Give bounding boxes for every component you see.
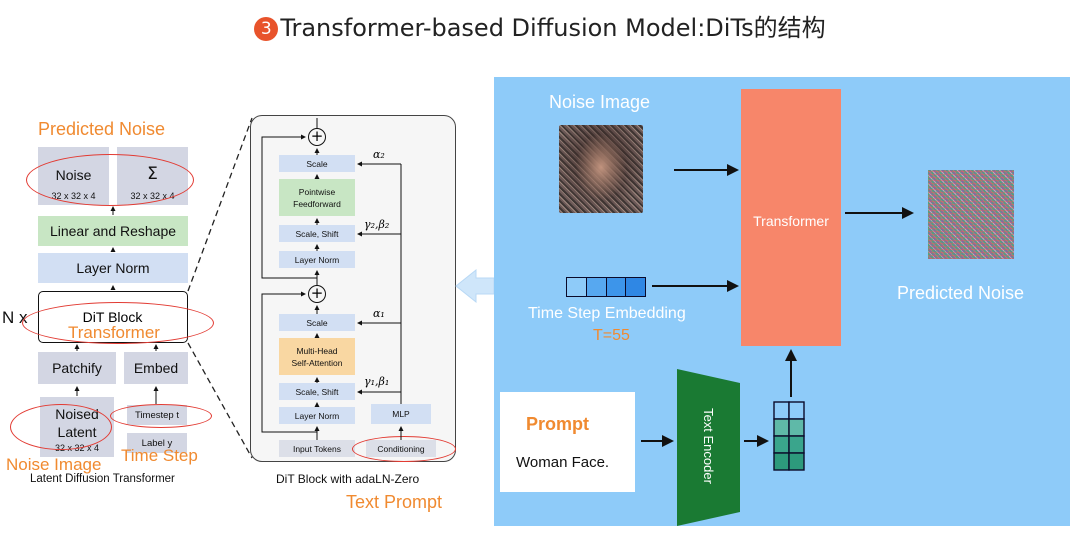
- time-step-annotation: Time Step: [121, 446, 198, 465]
- alpha1-label: α₁: [373, 307, 385, 320]
- timestep-highlight: [110, 404, 212, 428]
- transformer-label: Transformer: [753, 213, 829, 229]
- pointwise-feedforward-block: Pointwise Feedforward: [279, 179, 355, 216]
- scale-top-block: Scale: [279, 155, 355, 172]
- prompt-text: Woman Face.: [516, 454, 610, 471]
- noise-image-title: Noise Image: [549, 92, 651, 112]
- scale-shift-top-block: Scale, Shift: [279, 225, 355, 242]
- left-diagram-caption: Latent Diffusion Transformer: [30, 473, 175, 485]
- alpha2-label: α₂: [373, 148, 385, 161]
- embedding-cell: [567, 278, 587, 296]
- middle-diagram-caption: DiT Block with adaLN-Zero: [276, 472, 420, 486]
- label-y-text: Label y: [141, 437, 173, 449]
- patchify-block: Patchify: [38, 352, 116, 384]
- mlp-block: MLP: [371, 404, 431, 424]
- embedding-cell: [606, 278, 627, 296]
- text-embedding-grid: [773, 401, 805, 471]
- step-number-badge: 3: [254, 17, 279, 41]
- predicted-noise-title: Predicted Noise: [897, 283, 1025, 303]
- residual-add-top: +: [308, 128, 326, 146]
- prompt-title: Prompt: [526, 414, 589, 434]
- residual-add-bottom: +: [308, 285, 326, 303]
- title-text: Transformer-based Diffusion Model:DiTs的结…: [280, 14, 826, 42]
- pointwise-line2: Feedforward: [293, 199, 341, 209]
- dit-block-highlight: [22, 302, 214, 344]
- scale-shift-bottom-block: Scale, Shift: [279, 383, 355, 400]
- noise-image-face: [559, 125, 643, 213]
- label-y-block: Label y: [127, 433, 187, 453]
- prompt-box: Prompt Woman Face.: [500, 392, 635, 492]
- gamma2-beta2-label: γ₂,β₂: [364, 218, 390, 231]
- noised-latent-highlight: [10, 404, 112, 450]
- n-times-label: N x: [2, 308, 28, 327]
- time-step-embedding-title: Time Step Embedding: [528, 305, 686, 322]
- multi-head-attention-block: Multi-Head Self-Attention: [279, 338, 355, 375]
- mhsa-line2: Self-Attention: [291, 358, 343, 368]
- predicted-noise-highlight: [26, 154, 194, 206]
- conditioning-highlight: [352, 436, 456, 462]
- noise-image-annotation: Noise Image: [6, 455, 102, 474]
- embed-block: Embed: [124, 352, 188, 384]
- predicted-noise-image: [928, 170, 1014, 259]
- layer-norm-bottom-block: Layer Norm: [279, 407, 355, 424]
- text-prompt-annotation: Text Prompt: [346, 492, 443, 512]
- predicted-noise-annotation: Predicted Noise: [38, 119, 166, 139]
- layer-norm-block: Layer Norm: [38, 253, 188, 283]
- layer-norm-top-block: Layer Norm: [279, 251, 355, 268]
- input-tokens-block: Input Tokens: [279, 440, 355, 457]
- time-step-embedding-vector: [566, 277, 646, 297]
- pointwise-line1: Pointwise: [298, 187, 336, 197]
- text-encoder-label: Text Encoder: [701, 408, 716, 484]
- mhsa-line1: Multi-Head: [296, 346, 338, 356]
- linear-reshape-block: Linear and Reshape: [38, 216, 188, 246]
- text-encoder-shape: [677, 369, 740, 526]
- scale-mid-block: Scale: [279, 314, 355, 331]
- transformer-block: Transformer: [741, 89, 841, 346]
- gamma1-beta1-label: γ₁,β₁: [364, 375, 390, 388]
- embedding-cell: [586, 278, 607, 296]
- time-step-value: T=55: [593, 327, 630, 344]
- embedding-cell: [626, 278, 645, 296]
